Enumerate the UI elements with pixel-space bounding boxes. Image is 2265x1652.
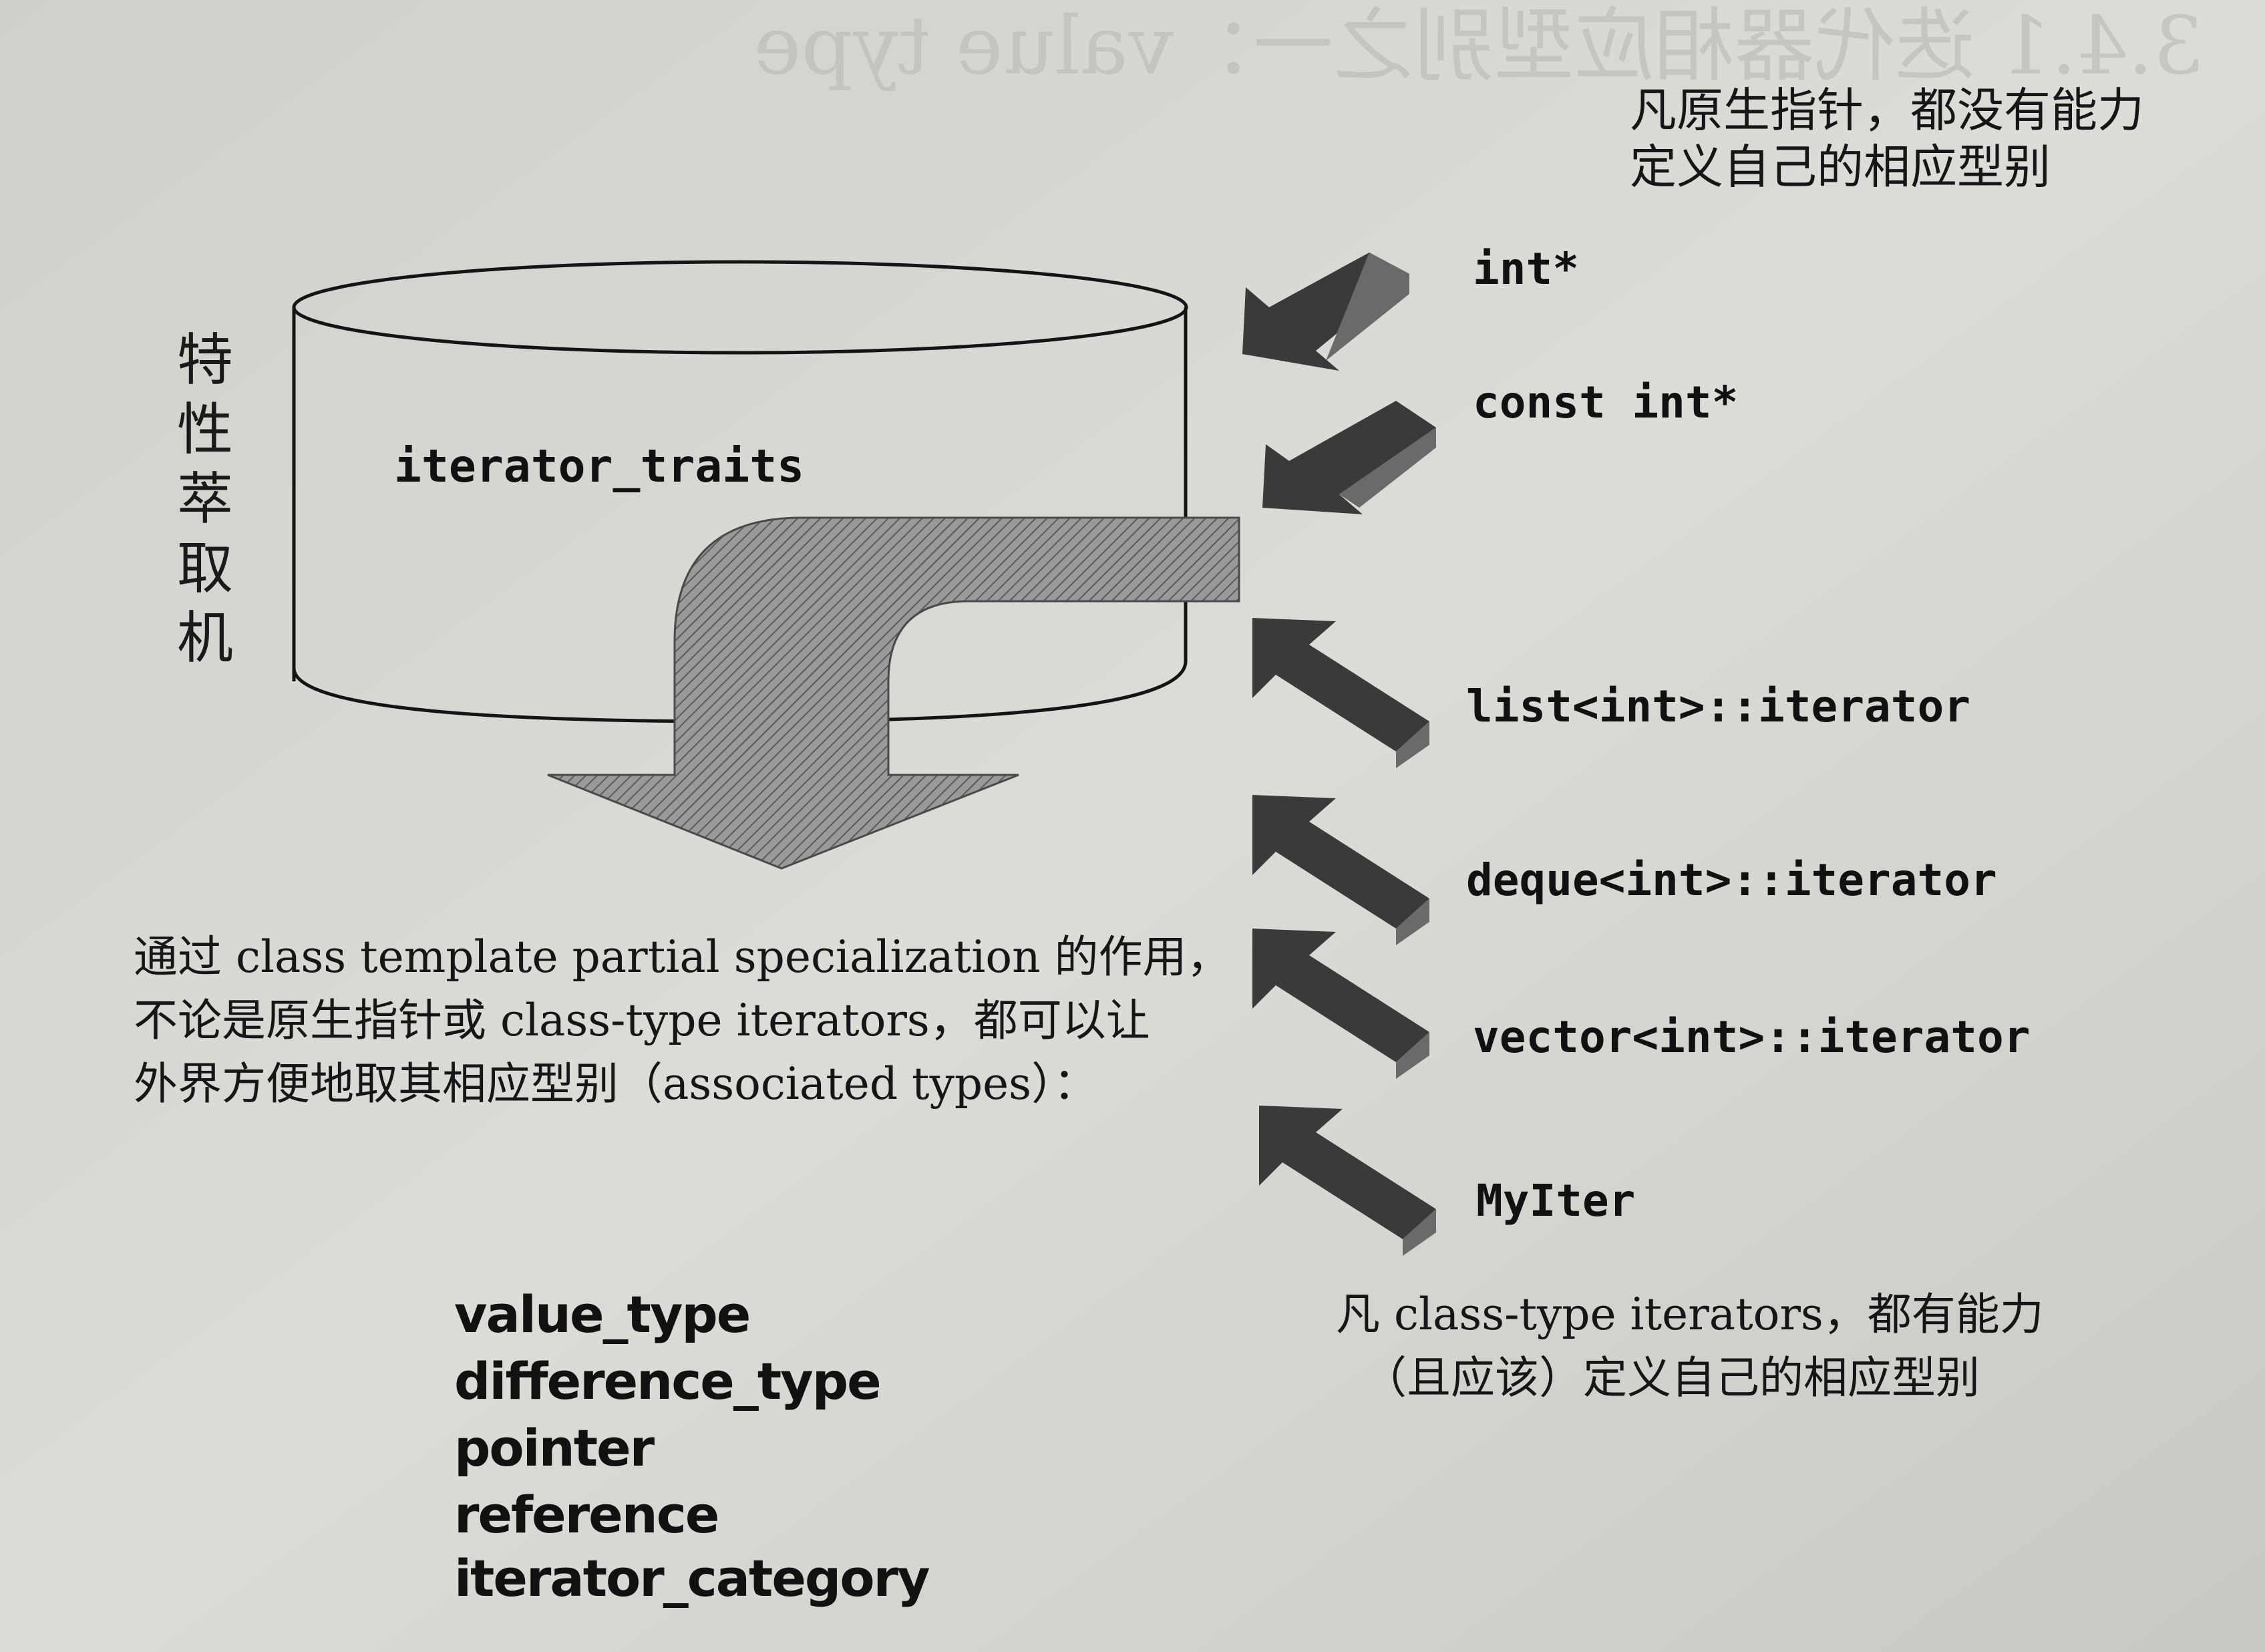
input-arrow-icon-int	[1242, 253, 1409, 371]
side-label-char: 萃	[176, 466, 233, 532]
class-iterator-note-line: 凡 class-type iterators，都有能力	[1336, 1289, 2044, 1340]
associated-type: iterator_category	[454, 1548, 930, 1608]
input-arrow-icon-deque	[1252, 795, 1429, 945]
input-arrow-icon-myiter	[1259, 1106, 1436, 1256]
class-iterator-note-line: （且应该）定义自己的相应型别	[1363, 1352, 1980, 1403]
explanation-line: 外界方便地取其相应型别（associated types）：	[134, 1058, 1098, 1110]
raw-pointer-note-line: 凡原生指针，都没有能力	[1630, 83, 2144, 138]
machine-name: iterator_traits	[394, 440, 805, 493]
input-label-vector-iterator: vector<int>::iterator	[1473, 1011, 2031, 1063]
side-label-char: 性	[176, 397, 233, 462]
bleed-through-heading: 3.4.1 迭代器相应型别之一：value type	[754, 0, 2204, 93]
explanation-line: 不论是原生指针或 class-type iterators，都可以让	[134, 995, 1150, 1046]
output-arrow-icon	[547, 516, 1240, 870]
associated-type: difference_type	[454, 1351, 882, 1411]
explanation-line: 通过 class template partial specialization…	[134, 931, 1231, 983]
input-label-const-int: const int*	[1473, 377, 1739, 428]
input-arrow-icon-const-int	[1262, 401, 1436, 514]
associated-type: pointer	[454, 1418, 655, 1478]
input-label-deque-iterator: deque<int>::iterator	[1466, 854, 1997, 906]
input-label-int: int*	[1473, 243, 1579, 295]
side-label-char: 取	[176, 536, 233, 601]
associated-type: reference	[454, 1485, 719, 1544]
input-label-list-iterator: list<int>::iterator	[1466, 681, 1970, 732]
raw-pointer-note-line: 定义自己的相应型别	[1630, 140, 2051, 194]
input-arrow-icon-list	[1252, 618, 1429, 768]
associated-type: value_type	[454, 1285, 751, 1344]
input-arrow-icon-vector	[1252, 929, 1429, 1079]
side-label-char: 特	[176, 327, 233, 393]
input-label-myiter: MyIter	[1476, 1175, 1636, 1226]
side-label: 特 性 萃 取 机	[175, 315, 235, 671]
side-label-char: 机	[176, 605, 233, 671]
